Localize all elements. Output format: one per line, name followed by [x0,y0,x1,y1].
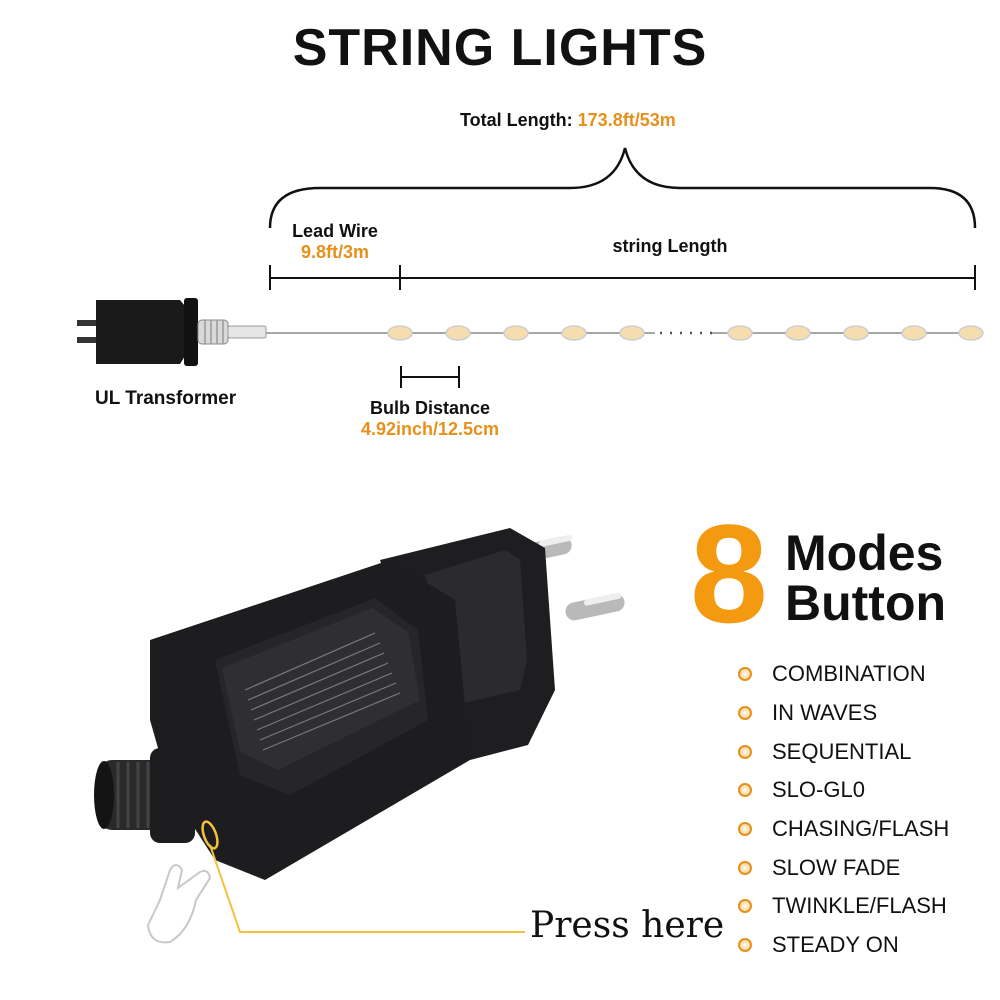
mode-label: STEADY ON [772,932,899,958]
mode-label: SLOW FADE [772,854,901,880]
mode-item: COMBINATION [738,655,1000,694]
bullet-icon [738,899,752,914]
mode-label: TWINKLE/FLASH [772,893,947,919]
mode-label: SLO-GL0 [772,777,865,803]
led-bulb [619,325,645,341]
bullet-icon [738,783,752,798]
led-bulb [561,325,587,341]
bullet-icon [738,822,752,837]
led-bulb [503,325,529,341]
string-length-label: string Length [612,236,728,256]
mode-item: IN WAVES [738,694,1000,733]
mode-label: SEQUENTIAL [772,738,912,764]
mode-item: SEQUENTIAL [738,732,1000,771]
press-here-leader [209,844,525,933]
total-length-value: 173.8ft/53m [577,110,676,130]
bullet-icon [738,938,752,953]
total-length-label: Total Length: 173.8ft/53m [460,110,800,131]
bulb-distance-value: 4.92inch/12.5cm [360,419,500,439]
transformer-label: UL Transformer [95,388,237,409]
bulb-distance-caption: Bulb Distance [369,398,491,418]
press-here-label: Press here [530,905,725,946]
led-bulb [843,325,869,341]
total-length-brace [268,147,977,229]
power-adapter-image [94,528,625,880]
lead-wire-label: Lead Wire 9.8ft/3m [268,221,402,263]
modes-title-line2: Button [785,575,947,631]
led-bulb [387,325,413,341]
mode-item: STEADY ON [738,926,1000,965]
ul-transformer-icon [77,298,267,366]
bullet-icon [738,667,752,682]
led-bulb [785,325,811,341]
lead-wire-dimension [269,265,401,290]
mode-item: TWINKLE/FLASH [738,887,1000,926]
mode-button [201,820,219,850]
total-length-caption: Total Length: [460,110,573,130]
mode-item: SLO-GL0 [738,771,1000,810]
page-title: STRING LIGHTS [292,19,708,77]
adapter-connector [94,748,195,843]
modes-title: Modes Button [785,528,946,628]
led-bulbs [387,325,984,341]
bullet-icon [738,860,752,875]
bulb-distance-dimension [400,366,460,388]
mode-label: COMBINATION [772,661,926,687]
modes-title-line1: Modes [785,525,944,581]
bullet-icon [738,706,752,721]
modes-list: COMBINATION IN WAVES SEQUENTIAL SLO-GL0 … [738,655,1000,965]
mode-item: CHASING/FLASH [738,810,1000,849]
string-length-dimension [400,265,976,290]
bullet-icon [738,744,752,759]
led-bulb [958,325,984,341]
led-bulb [445,325,471,341]
led-bulb [727,325,753,341]
lead-wire-value: 9.8ft/3m [300,242,370,262]
modes-count: 8 [690,495,768,652]
hand-pointer-icon [146,864,212,944]
mode-label: IN WAVES [772,700,878,726]
mode-item: SLOW FADE [738,848,1000,887]
led-bulb [901,325,927,341]
mode-label: CHASING/FLASH [772,816,950,842]
lead-wire-caption: Lead Wire [292,221,378,241]
bulb-distance-label: Bulb Distance 4.92inch/12.5cm [340,398,520,440]
